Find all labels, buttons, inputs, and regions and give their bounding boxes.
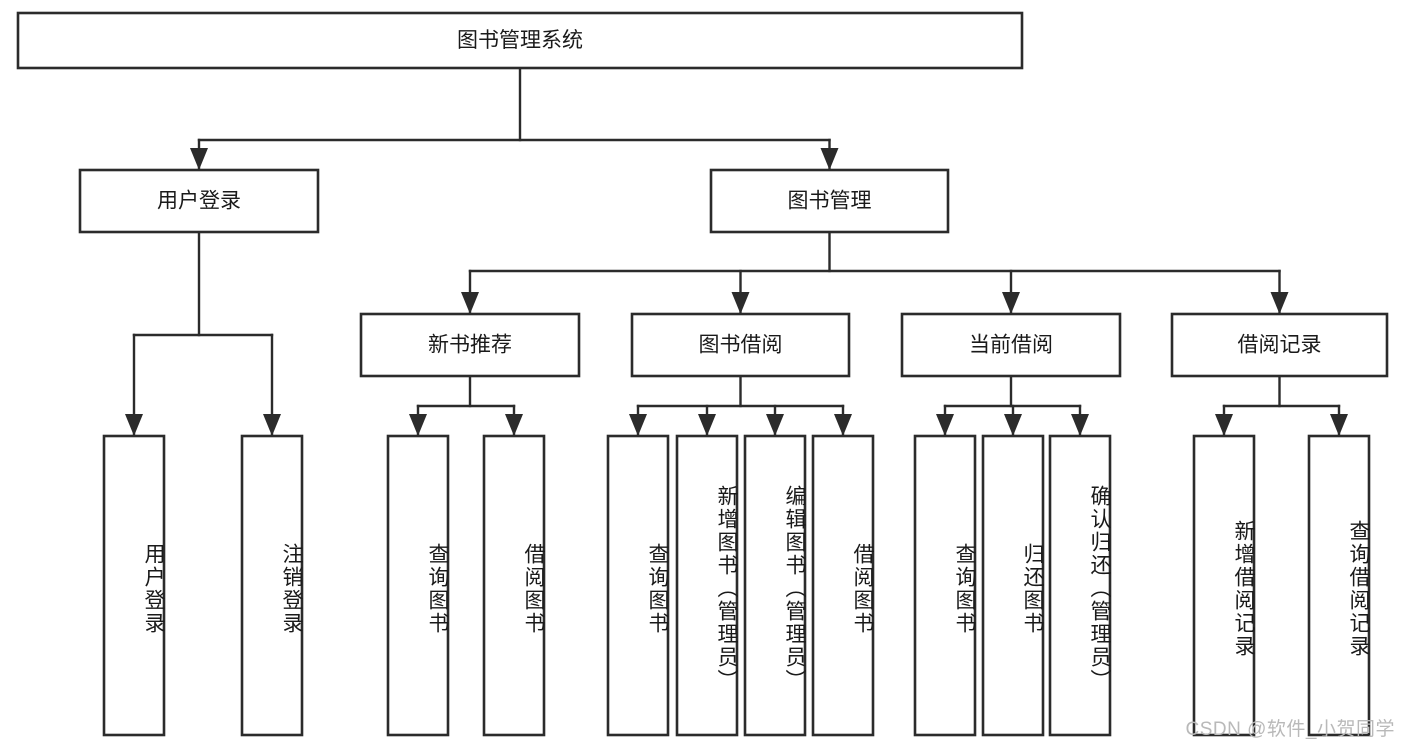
node-user-login[interactable]: 用户登录 <box>78 168 320 234</box>
watermark-text: CSDN @软件_小贺同学 <box>1185 719 1395 740</box>
arrow-head-icon-current-borrow <box>1002 292 1020 314</box>
node-box-root <box>16 11 1024 70</box>
node-leaf-confirm-return[interactable] <box>1048 434 1112 737</box>
node-leaf-query-book-2[interactable] <box>606 434 670 737</box>
node-leaf-add-record[interactable] <box>1192 434 1256 737</box>
node-leaf-query-book-1[interactable] <box>386 434 450 737</box>
node-book-manage[interactable]: 图书管理 <box>709 168 950 234</box>
arrow-head-icon-leaf-query-record <box>1330 414 1348 436</box>
node-box-leaf-query-record <box>1307 434 1371 737</box>
node-leaf-return-book[interactable] <box>981 434 1045 737</box>
node-box-leaf-user-logout <box>240 434 304 737</box>
node-root[interactable]: 图书管理系统 <box>16 11 1024 70</box>
node-leaf-query-record[interactable] <box>1307 434 1371 737</box>
node-leaf-borrow-book-1[interactable] <box>482 434 546 737</box>
arrow-head-icon-leaf-add-book <box>698 414 716 436</box>
arrow-head-icon-borrow-record <box>1270 292 1289 314</box>
node-box-leaf-return-book <box>981 434 1045 737</box>
arrow-head-icon-leaf-borrow-book-2 <box>834 414 852 436</box>
node-box-book-borrow <box>630 312 851 378</box>
node-label-borrow-record: 借阅记录 <box>1238 334 1322 357</box>
node-label-current-borrow: 当前借阅 <box>969 334 1053 357</box>
node-leaf-query-book-3[interactable] <box>913 434 977 737</box>
node-borrow-record[interactable]: 借阅记录 <box>1170 312 1389 378</box>
node-box-leaf-confirm-return <box>1048 434 1112 737</box>
arrow-head-icon-leaf-query-book-1 <box>409 414 427 436</box>
node-label-book-manage: 图书管理 <box>788 190 872 213</box>
arrow-head-icon-leaf-confirm-return <box>1071 414 1089 436</box>
arrow-head-icon-book-borrow <box>731 292 750 314</box>
node-current-borrow[interactable]: 当前借阅 <box>900 312 1122 378</box>
node-label-root: 图书管理系统 <box>457 29 583 52</box>
arrow-head-icon-book-manage <box>820 148 839 170</box>
node-box-leaf-add-book <box>675 434 739 737</box>
arrow-head-icon-leaf-query-book-2 <box>629 414 647 436</box>
arrow-head-icon-leaf-query-book-3 <box>936 414 954 436</box>
node-box-leaf-user-login <box>102 434 166 737</box>
node-book-borrow[interactable]: 图书借阅 <box>630 312 851 378</box>
node-label-new-book-recommend: 新书推荐 <box>428 334 512 357</box>
node-leaf-user-logout[interactable] <box>240 434 304 737</box>
node-leaf-borrow-book-2[interactable] <box>811 434 875 737</box>
arrow-head-icon-new-book-recommend <box>461 292 479 314</box>
arrow-head-icon-leaf-edit-book <box>766 414 784 436</box>
node-leaf-edit-book[interactable] <box>743 434 807 737</box>
arrow-head-icon-user-login <box>190 148 208 170</box>
arrow-head-icon-leaf-user-logout <box>263 414 281 436</box>
node-box-leaf-query-book-1 <box>386 434 450 737</box>
arrow-head-icon-leaf-add-record <box>1215 414 1233 436</box>
node-label-user-login: 用户登录 <box>157 190 241 213</box>
node-box-leaf-query-book-2 <box>606 434 670 737</box>
node-box-leaf-borrow-book-1 <box>482 434 546 737</box>
node-leaf-user-login[interactable] <box>102 434 166 737</box>
node-label-book-borrow: 图书借阅 <box>699 334 783 357</box>
arrow-head-icon-leaf-return-book <box>1004 414 1022 436</box>
node-box-new-book-recommend <box>359 312 581 378</box>
node-box-book-manage <box>709 168 950 234</box>
node-box-borrow-record <box>1170 312 1389 378</box>
node-box-leaf-query-book-3 <box>913 434 977 737</box>
node-box-leaf-edit-book <box>743 434 807 737</box>
node-new-book-recommend[interactable]: 新书推荐 <box>359 312 581 378</box>
node-box-user-login <box>78 168 320 234</box>
node-box-current-borrow <box>900 312 1122 378</box>
arrow-head-icon-leaf-user-login <box>125 414 143 436</box>
node-leaf-add-book[interactable] <box>675 434 739 737</box>
node-box-leaf-add-record <box>1192 434 1256 737</box>
node-box-leaf-borrow-book-2 <box>811 434 875 737</box>
arrow-head-icon-leaf-borrow-book-1 <box>505 414 523 436</box>
